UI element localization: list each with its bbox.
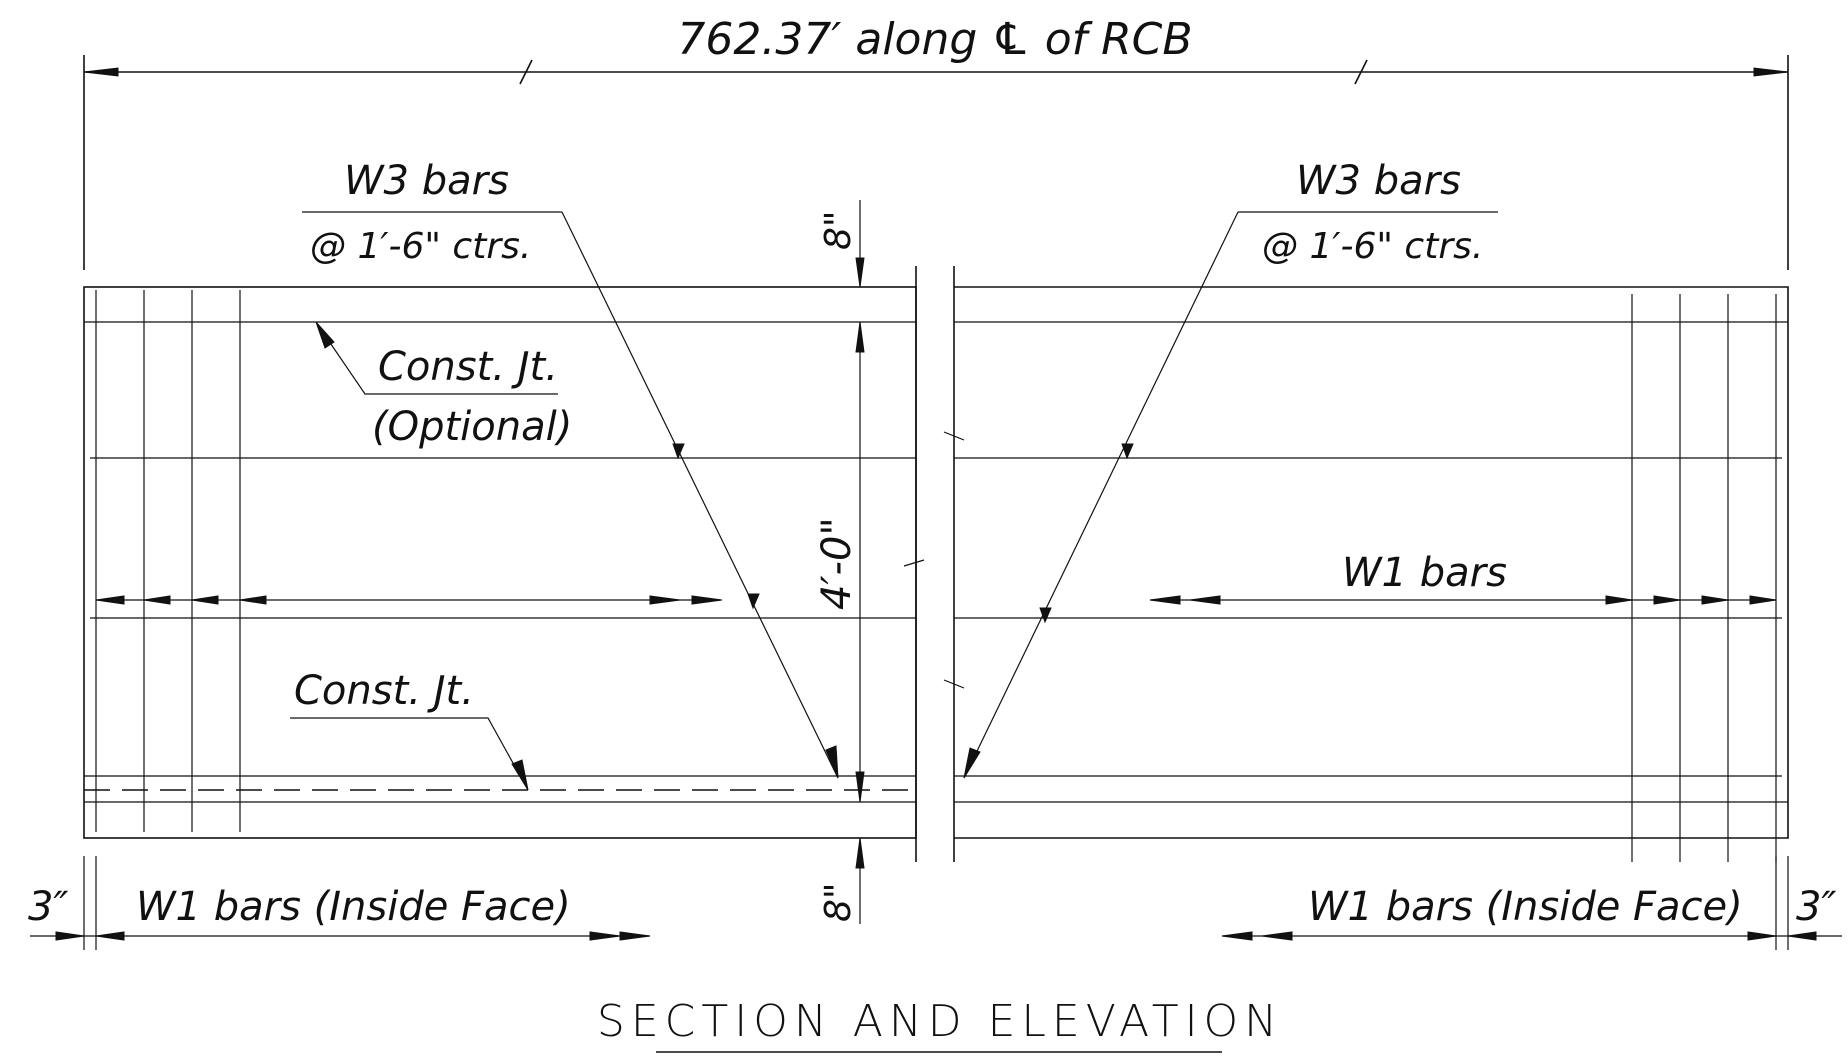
left-section-outline: [83, 286, 917, 839]
overall-dimension-label: 762.37′ along ℄ of RCB: [677, 14, 1192, 65]
w3-left-leader: [302, 211, 839, 779]
drawing-title: SECTION AND ELEVATION: [597, 996, 1283, 1047]
right-inside-face-dimension: [1221, 856, 1842, 950]
cover-left-label: 3″: [28, 884, 68, 930]
const-jt-optional-label-1: Const. Jt.: [378, 344, 558, 390]
const-jt-optional-leader: [315, 321, 558, 395]
overall-dimension-line: [83, 55, 1789, 270]
const-jt-leader: [290, 717, 529, 791]
bottom-slab-thickness-label: 8": [818, 883, 859, 922]
left-w1-spacing-arrows: [95, 595, 723, 605]
w3-left-label-2: @ 1′-6" ctrs.: [310, 226, 531, 267]
center-break: [903, 266, 965, 862]
w1-inside-face-left-label: W1 bars (Inside Face): [136, 884, 571, 930]
left-inside-face-dimension: [30, 856, 651, 950]
const-jt-optional-label-2: (Optional): [372, 404, 572, 450]
right-section-outline: [954, 286, 1789, 862]
w3-right-label-1: W3 bars: [1296, 158, 1461, 204]
w3-left-label-1: W3 bars: [344, 158, 509, 204]
cover-right-label: 3″: [1796, 884, 1836, 930]
bottom-slab-dimension: [855, 837, 865, 924]
right-w1-spacing-arrows: [1149, 595, 1777, 605]
w1-inside-face-right-label: W1 bars (Inside Face): [1308, 884, 1743, 930]
const-jt-label: Const. Jt.: [294, 668, 474, 714]
w3-right-label-2: @ 1′-6" ctrs.: [1262, 226, 1483, 267]
height-dimension-label: 4′-0": [814, 517, 860, 610]
top-slab-dimension: [855, 200, 865, 803]
w1-bars-label: W1 bars: [1342, 550, 1507, 596]
top-slab-thickness-label: 8": [818, 211, 859, 250]
w3-right-leader: [963, 211, 1498, 779]
